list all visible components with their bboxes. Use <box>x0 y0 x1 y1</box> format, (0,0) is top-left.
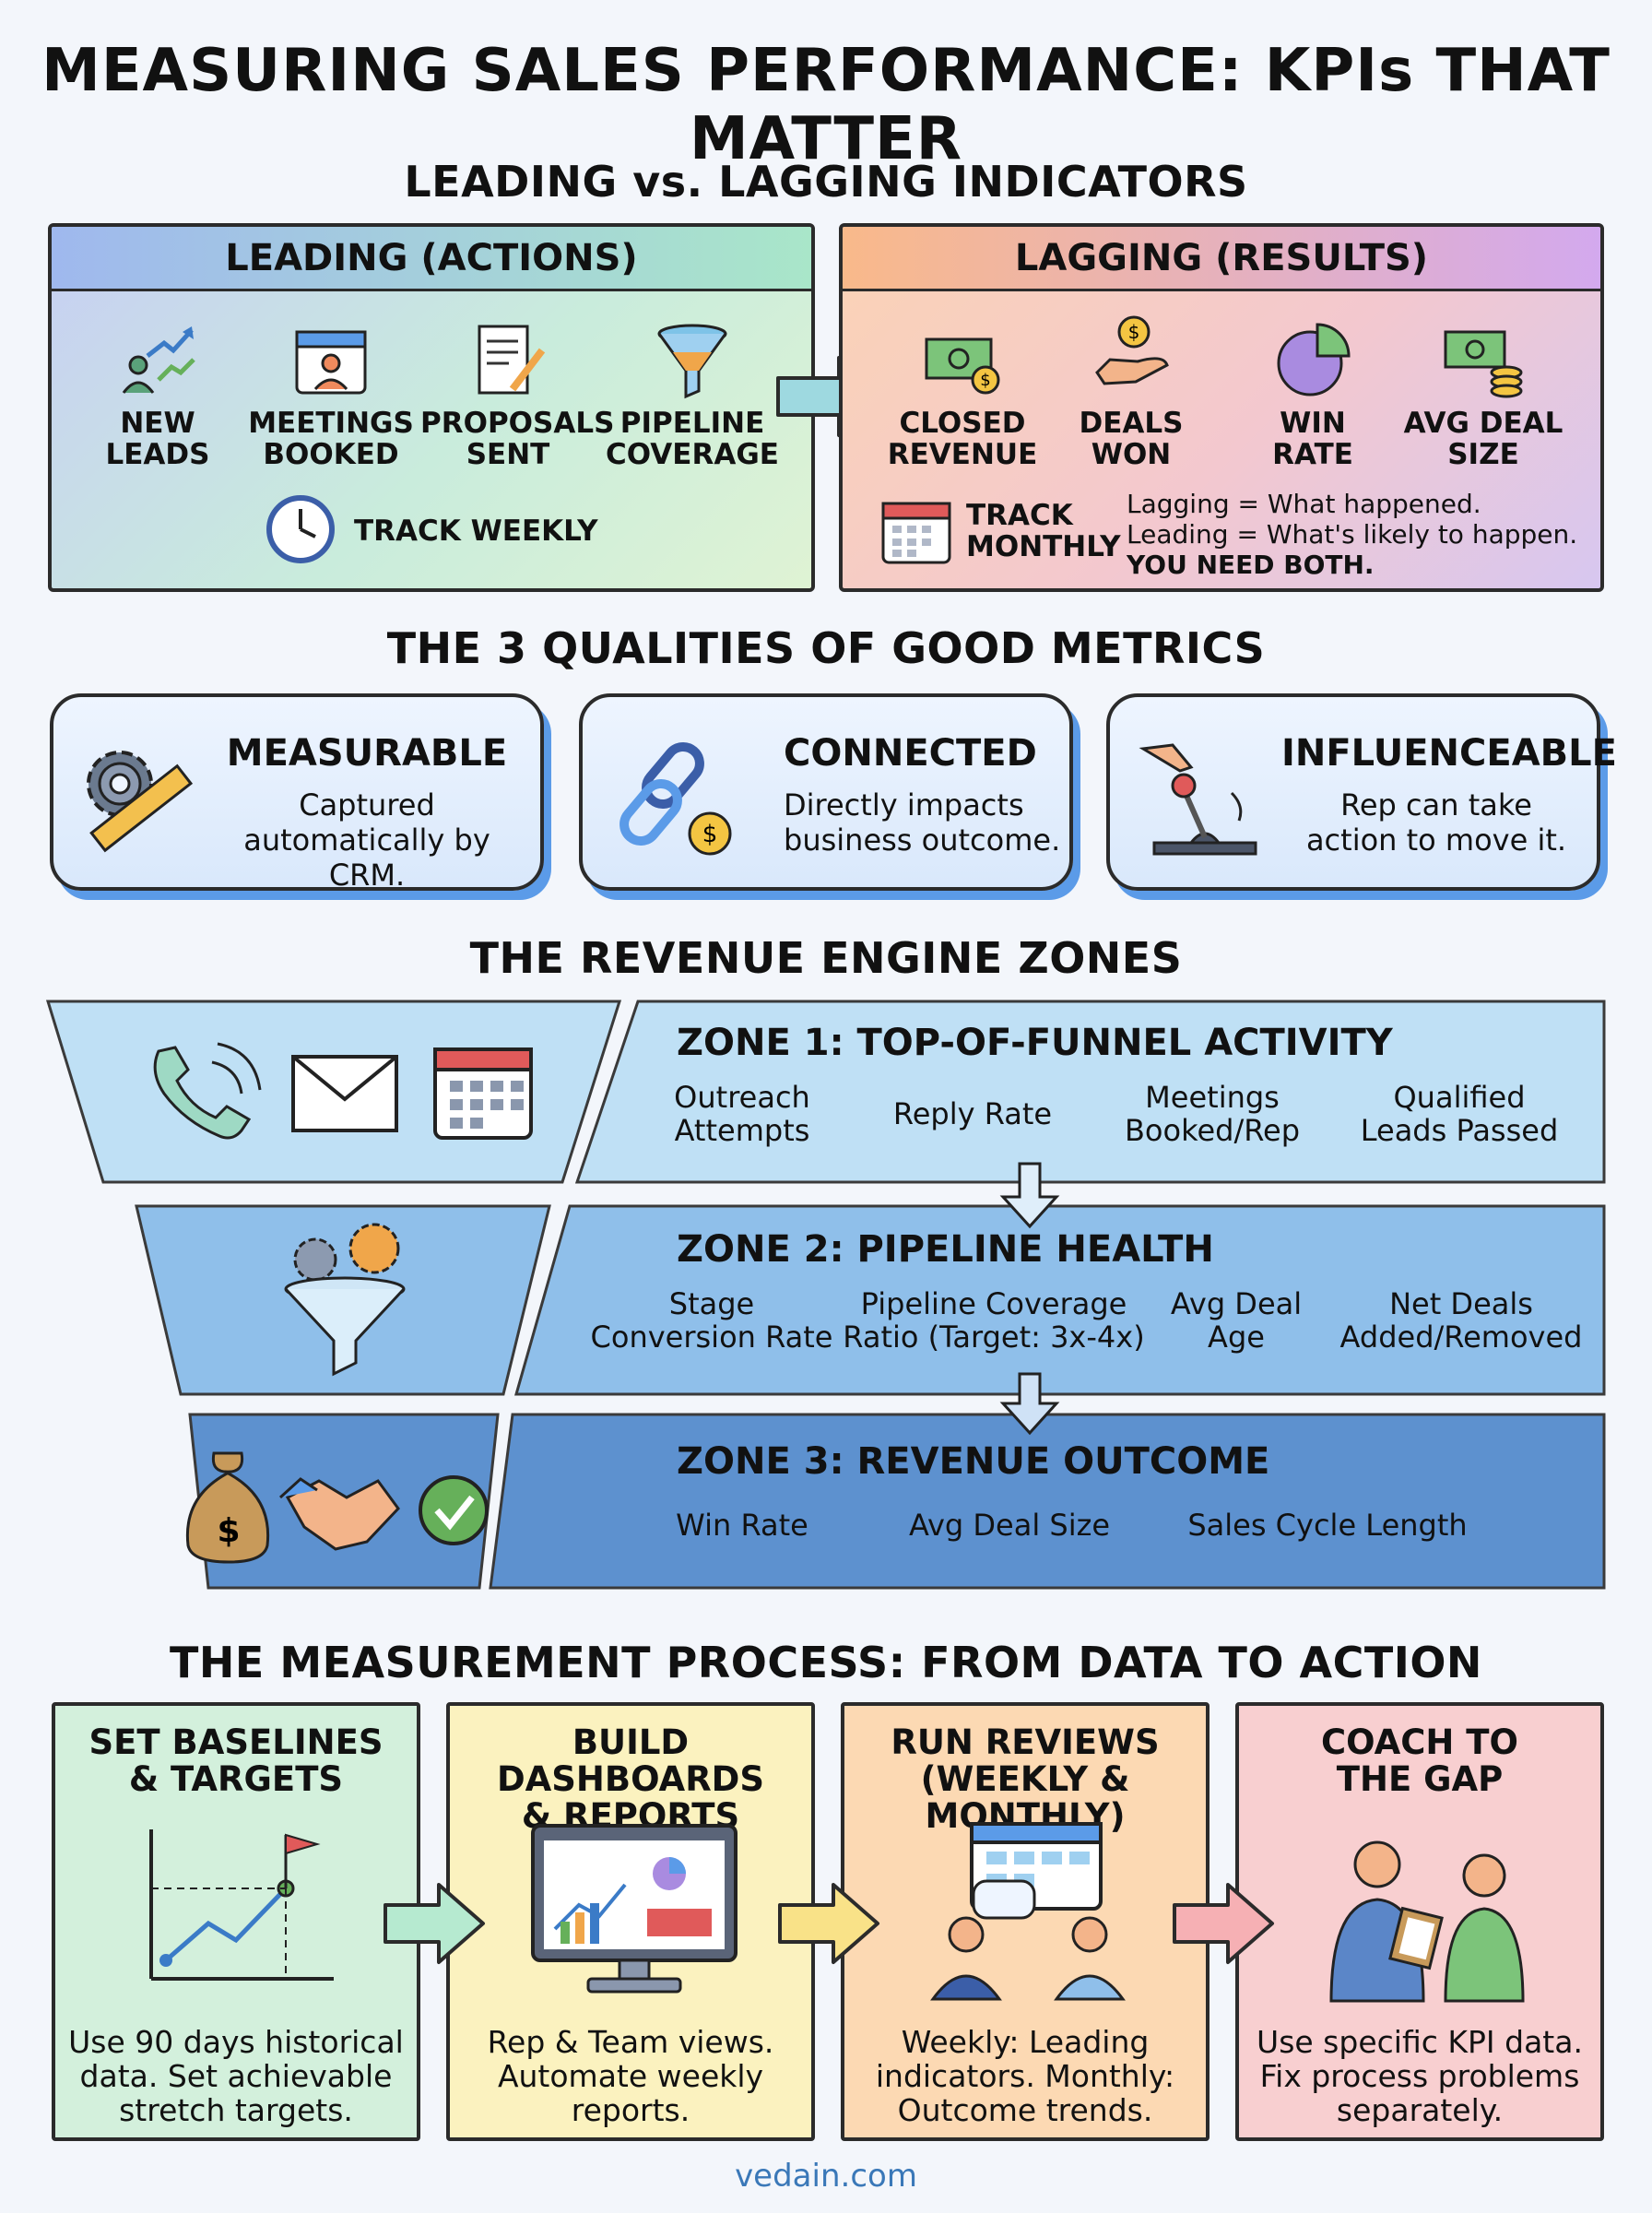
indicators-note: Lagging = What happened. Leading = What'… <box>1127 489 1578 580</box>
footer-domain: vedain.com <box>735 2158 917 2195</box>
clock-icon <box>266 495 335 563</box>
zones-heading: THE REVENUE ENGINE ZONES <box>469 933 1183 983</box>
quality-title: MEASURABLE <box>226 732 508 775</box>
zone1-title: ZONE 1: TOP-OF-FUNNEL ACTIVITY <box>677 1022 1393 1064</box>
process-step-baselines: SET BASELINES& TARGETS Use 90 days histo… <box>52 1702 420 2141</box>
calendar-icon <box>433 1047 533 1140</box>
process-step-reviews: RUN REVIEWS(WEEKLY & MONTHLY) Weekly: Le… <box>841 1702 1210 2141</box>
document-pen-icon <box>478 325 546 395</box>
dashboard-monitor-icon <box>531 1824 738 1994</box>
phone-icon <box>153 1042 262 1140</box>
svg-text:$: $ <box>1128 321 1140 343</box>
funnel-gears-icon <box>284 1223 406 1377</box>
zone2-title: ZONE 2: PIPELINE HEALTH <box>677 1228 1214 1271</box>
zone3-metric: Sales Cycle Length <box>1187 1508 1468 1543</box>
handshake-icon <box>278 1477 400 1551</box>
step-title: BUILD DASHBOARDS& REPORTS <box>496 1722 765 1836</box>
svg-text:$: $ <box>980 371 990 390</box>
svg-text:$: $ <box>702 821 718 848</box>
process-step-dashboards: BUILD DASHBOARDS& REPORTS Rep & Team vie… <box>446 1702 815 2141</box>
hand-coin-icon: $ <box>1095 315 1169 385</box>
process-heading: THE MEASUREMENT PROCESS: FROM DATA TO AC… <box>170 1638 1482 1687</box>
review-meeting-icon <box>930 1822 1126 2001</box>
lagging-header: LAGGING (RESULTS) <box>843 227 1600 291</box>
process-arrow-icon <box>778 1883 879 1964</box>
gear-ruler-icon <box>87 751 194 853</box>
step-title: SET BASELINES& TARGETS <box>88 1722 384 1799</box>
funnel-icon <box>657 324 727 399</box>
quality-title: CONNECTED <box>784 732 1037 775</box>
svg-text:$: $ <box>217 1512 240 1550</box>
calendar-person-icon <box>295 330 367 395</box>
step-desc: Use specific KPI data.Fix process proble… <box>1257 2024 1583 2128</box>
zone3-metric: Avg Deal Size <box>908 1508 1111 1543</box>
coaching-people-icon <box>1329 1840 1525 2003</box>
envelope-icon <box>291 1055 398 1132</box>
zone3-metric: Win Rate <box>676 1508 808 1543</box>
quality-title: INFLUENCEABLE <box>1281 732 1617 775</box>
cash-icon: $ <box>925 337 1000 395</box>
money-bag-icon: $ <box>185 1451 270 1564</box>
process-arrow-icon <box>384 1883 485 1964</box>
process-arrow-icon <box>1173 1883 1274 1964</box>
growth-chart-icon <box>122 326 195 394</box>
qualities-heading: THE 3 QUALITIES OF GOOD METRICS <box>386 623 1266 673</box>
money-stack-icon <box>1444 330 1523 398</box>
pie-chart-icon <box>1277 323 1351 396</box>
checkmark-icon <box>419 1475 489 1545</box>
lever-hand-icon <box>1139 743 1257 856</box>
chain-link-icon: $ <box>620 741 732 856</box>
indicators-heading: LEADING vs. LAGGING INDICATORS <box>404 157 1248 207</box>
zone3-title: ZONE 3: REVENUE OUTCOME <box>677 1440 1270 1483</box>
zone1-metric: Reply Rate <box>892 1096 1053 1131</box>
calendar-icon <box>881 502 951 564</box>
page-title: MEASURING SALES PERFORMANCE: KPIs THAT M… <box>41 37 1611 173</box>
leading-header: LEADING (ACTIONS) <box>52 227 811 291</box>
target-chart-icon <box>149 1829 334 1981</box>
zones-graphic: $ <box>45 1000 1606 1590</box>
track-weekly-label: TRACK WEEKLY <box>354 515 598 548</box>
